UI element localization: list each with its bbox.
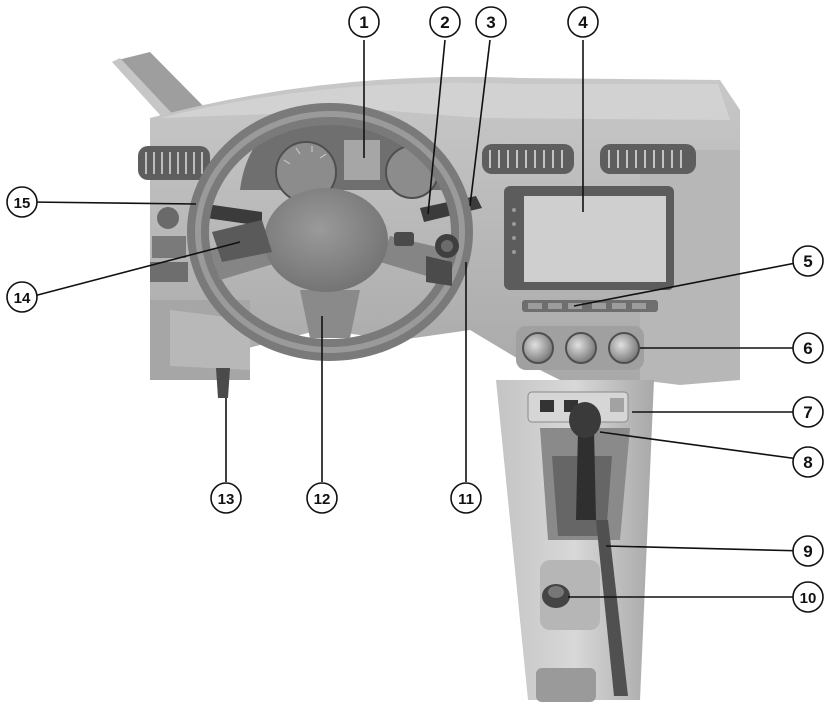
start-button bbox=[426, 234, 459, 286]
callout-2-label: 2 bbox=[440, 13, 449, 32]
center-air-vent-right bbox=[600, 144, 696, 174]
bonnet-release-lever bbox=[216, 368, 230, 398]
callout-6: 6 bbox=[792, 332, 824, 364]
callout-11-label: 11 bbox=[458, 491, 474, 508]
callout-15-label: 15 bbox=[14, 195, 31, 212]
callout-7: 7 bbox=[792, 396, 824, 428]
callout-6-label: 6 bbox=[803, 339, 812, 358]
callout-12-label: 12 bbox=[314, 491, 331, 508]
callout-7-label: 7 bbox=[803, 403, 812, 422]
callout-13-label: 13 bbox=[218, 491, 235, 508]
callout-13: 13 bbox=[210, 482, 242, 514]
leader-2 bbox=[427, 39, 446, 215]
leader-9 bbox=[605, 545, 807, 552]
callout-1: 1 bbox=[348, 6, 380, 38]
leader-lines bbox=[29, 39, 807, 598]
center-air-vent-left bbox=[482, 144, 574, 174]
callout-8: 8 bbox=[792, 446, 824, 478]
callout-15: 15 bbox=[6, 186, 38, 218]
callout-14: 14 bbox=[6, 281, 38, 313]
leader-14 bbox=[29, 241, 241, 298]
callout-14-label: 14 bbox=[14, 290, 31, 307]
centre-console bbox=[496, 380, 654, 702]
callout-5: 5 bbox=[792, 245, 824, 277]
callout-5-label: 5 bbox=[803, 252, 812, 271]
callout-12: 12 bbox=[306, 482, 338, 514]
callout-9-label: 9 bbox=[803, 542, 812, 561]
callout-3-label: 3 bbox=[486, 13, 495, 32]
leader-3 bbox=[469, 39, 491, 207]
multimedia-screen bbox=[504, 186, 674, 290]
callout-11: 11 bbox=[450, 482, 482, 514]
callout-8-label: 8 bbox=[803, 453, 812, 472]
left-air-vent bbox=[138, 146, 210, 180]
leader-15 bbox=[29, 201, 197, 205]
callout-10-label: 10 bbox=[800, 590, 817, 607]
leader-8 bbox=[599, 431, 807, 461]
callout-3: 3 bbox=[475, 6, 507, 38]
left-control-cluster bbox=[212, 220, 272, 262]
callout-2: 2 bbox=[429, 6, 461, 38]
climate-controls bbox=[516, 326, 644, 370]
callout-1-label: 1 bbox=[359, 13, 368, 32]
callout-10: 10 bbox=[792, 581, 824, 613]
leader-5 bbox=[573, 260, 807, 307]
switch-strip bbox=[522, 300, 658, 312]
callout-4: 4 bbox=[567, 6, 599, 38]
callout-4-label: 4 bbox=[578, 13, 588, 32]
left-switch-panel bbox=[150, 207, 188, 282]
callout-9: 9 bbox=[792, 535, 824, 567]
